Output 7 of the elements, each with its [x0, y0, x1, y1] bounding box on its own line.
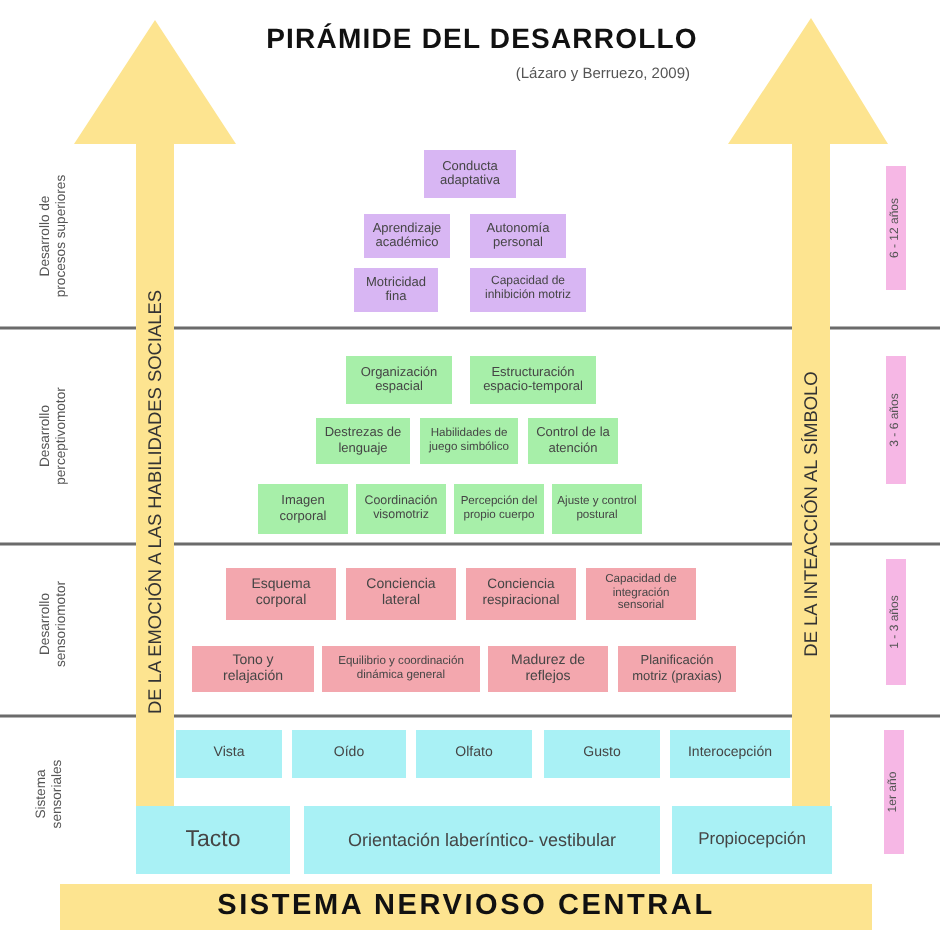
sense-box: Orientación laberíntico- vestibular: [304, 806, 660, 874]
arrow-label: DE LA INTEACCIÓN AL SÍMBOLO: [801, 371, 821, 657]
title: PIRÁMIDE DEL DESARROLLO: [266, 22, 698, 56]
base-band: SISTEMA NERVIOSO CENTRAL: [60, 884, 872, 930]
sense-box: Tacto: [136, 806, 290, 874]
arrow-label: DE LA EMOCIÓN A LAS HABILIDADES SOCIALES: [145, 290, 165, 714]
sense-box: Propiocepción: [672, 806, 832, 874]
